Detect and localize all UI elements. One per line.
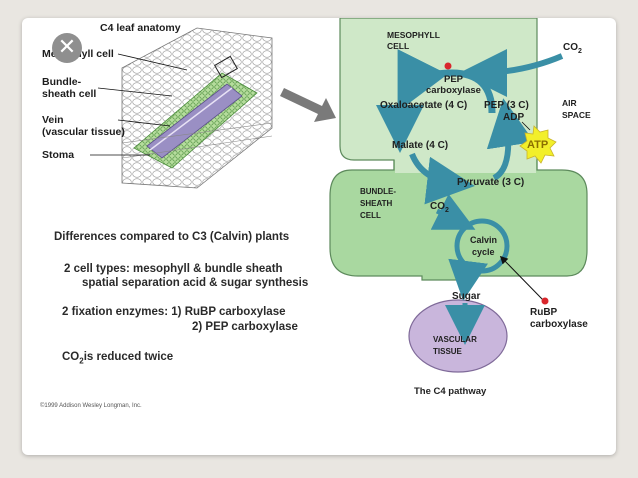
adp-pointer (521, 121, 531, 131)
co2-intake-arrow (459, 48, 564, 97)
air-space-1: AIR (562, 98, 577, 108)
malate-label: Malate (4 C) (392, 140, 449, 151)
oxaloacetate-label: Oxaloacetate (4 C) (380, 100, 468, 111)
copyright: ©1999 Addison Wesley Longman, Inc. (40, 403, 142, 409)
co2-air: CO2 (563, 42, 582, 55)
bundle-label-2: SHEATH (360, 199, 393, 208)
co2-bundle: CO2 (430, 201, 449, 214)
bundle-label-1: BUNDLE- (360, 187, 396, 196)
stoma-label: Stoma (42, 149, 75, 161)
vein-label-1: Vein (42, 114, 64, 126)
differences-heading: Differences compared to C3 (Calvin) plan… (54, 231, 290, 243)
note-line-2: spatial separation acid & sugar synthesi… (82, 277, 309, 289)
mesophyll-pointer (117, 53, 188, 71)
vascular-label-1: VASCULAR (433, 335, 477, 344)
atp-label: ATP (527, 139, 549, 151)
malate-pyruvate-arrow (409, 152, 475, 205)
rubp-enzyme-dot (541, 297, 549, 305)
vein-label-2: (vascular tissue) (42, 126, 125, 138)
note-line-1: 2 cell types: mesophyll & bundle sheath (64, 263, 283, 275)
note-line-5: CO2is reduced twice (62, 351, 174, 366)
vascular-label-2: TISSUE (433, 347, 462, 356)
pyruvate-pep-arrow (486, 98, 535, 181)
pep-carboxylase-1: PEP (444, 74, 464, 85)
rubp-label-2: carboxylase (530, 319, 588, 330)
close-button[interactable]: ✕ (52, 33, 82, 63)
bundle-sheath-label-1: Bundle- (42, 76, 82, 88)
bundle-label-3: CELL (360, 211, 381, 220)
sugar-label: Sugar (452, 291, 481, 302)
zoom-arrow (280, 88, 336, 122)
leaf-block (121, 27, 273, 189)
note-line-3: 2 fixation enzymes: 1) RuBP carboxylase (62, 306, 286, 318)
calvin-sugar-arrow (448, 258, 488, 301)
pep-carboxylase-2: carboxylase (426, 85, 481, 96)
co2-calvin-arrow (430, 193, 476, 230)
air-space-2: SPACE (562, 110, 591, 120)
leaf-anatomy-title: C4 leaf anatomy (100, 22, 181, 34)
calvin-label-2: cycle (472, 247, 495, 257)
atp-burst (519, 125, 557, 164)
close-icon: ✕ (57, 35, 77, 60)
calvin-label-1: Calvin (470, 235, 498, 245)
bundle-sheath-pointer (97, 87, 173, 97)
pep-label: PEP (3 C) (484, 100, 529, 111)
pep-enzyme-dot (444, 62, 452, 70)
rubp-pointer (499, 255, 545, 302)
bundle-sheath-label-2: sheath cell (42, 88, 97, 100)
adp-label: ADP (503, 112, 525, 123)
vein-pointer (117, 119, 171, 127)
slide-card: C4 leaf anatomy Mesophyll cell Bundle- s… (22, 18, 616, 455)
c4-diagram (90, 18, 588, 373)
mesophyll-2: CELL (387, 41, 410, 51)
rubp-label-1: RuBP (530, 307, 558, 318)
note-line-4: 2) PEP carboxylase (192, 321, 298, 333)
mesophyll-1: MESOPHYLL (387, 30, 440, 40)
pyruvate-label: Pyruvate (3 C) (457, 177, 525, 188)
pathway-caption: The C4 pathway (414, 386, 487, 397)
